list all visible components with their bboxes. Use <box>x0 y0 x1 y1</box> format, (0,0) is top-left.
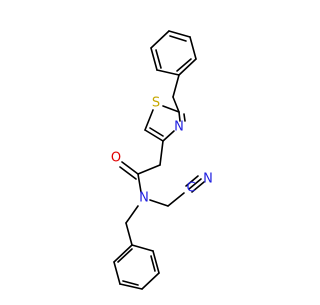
bond-nitrile-triple <box>191 181 205 193</box>
structure-canvas: S N O N C N <box>110 30 213 290</box>
bond-nitrile-triple <box>185 175 199 187</box>
thiazole-ring <box>144 105 186 142</box>
bond-ch2-carbonyl <box>137 164 161 175</box>
sulfur-atom-label: S <box>152 96 160 111</box>
bond <box>119 283 143 290</box>
thiazole-nitrogen-label: N <box>174 120 184 135</box>
bond-double-inner <box>150 255 156 272</box>
bond-benzyl-ch2 <box>172 74 180 98</box>
nitrile-nitrogen-label: N <box>203 172 213 187</box>
nitrile-carbon-label: C <box>186 181 195 196</box>
bond-ch2-nitrile <box>167 192 185 207</box>
bond-double-inner <box>117 248 133 263</box>
bond <box>113 244 133 263</box>
bond <box>144 129 164 142</box>
bond-double-inner <box>122 280 139 286</box>
bond <box>125 222 133 246</box>
bond-carbonyl-oxygen-double <box>119 166 137 180</box>
bond <box>144 109 154 131</box>
bond-double-inner <box>176 58 192 72</box>
bond <box>113 261 121 285</box>
bond-thiazole-ch2 <box>159 140 164 166</box>
bond <box>150 30 170 49</box>
bond-double-inner <box>169 35 187 42</box>
bond <box>162 130 175 142</box>
bond-n-benzyl-ch2 <box>125 205 139 224</box>
molecule-diagram: S N O N C N <box>111 30 213 290</box>
bond-carbonyl-oxygen <box>121 161 139 175</box>
bond-double-inner <box>155 49 162 69</box>
bond <box>189 36 197 60</box>
bond-carbonyl-amide-n <box>137 173 142 193</box>
top-benzene-ring <box>150 30 197 76</box>
bond-ch2-thiazole <box>172 96 180 113</box>
bond-double-inner <box>183 113 186 122</box>
bond <box>141 272 160 290</box>
bottom-benzene-ring <box>113 222 160 290</box>
bond <box>152 250 160 274</box>
bond <box>131 244 154 252</box>
bond <box>150 47 158 71</box>
bond-nitrile-triple <box>188 178 202 190</box>
bond <box>162 105 180 113</box>
bond <box>156 69 180 76</box>
carbonyl-oxygen-label: O <box>111 151 121 166</box>
bond <box>178 111 181 122</box>
bond <box>168 30 191 38</box>
bond-double-inner <box>149 127 164 137</box>
bond <box>178 58 197 76</box>
bond-n-ch2 <box>149 199 169 207</box>
amide-nitrogen-label: N <box>139 191 149 206</box>
